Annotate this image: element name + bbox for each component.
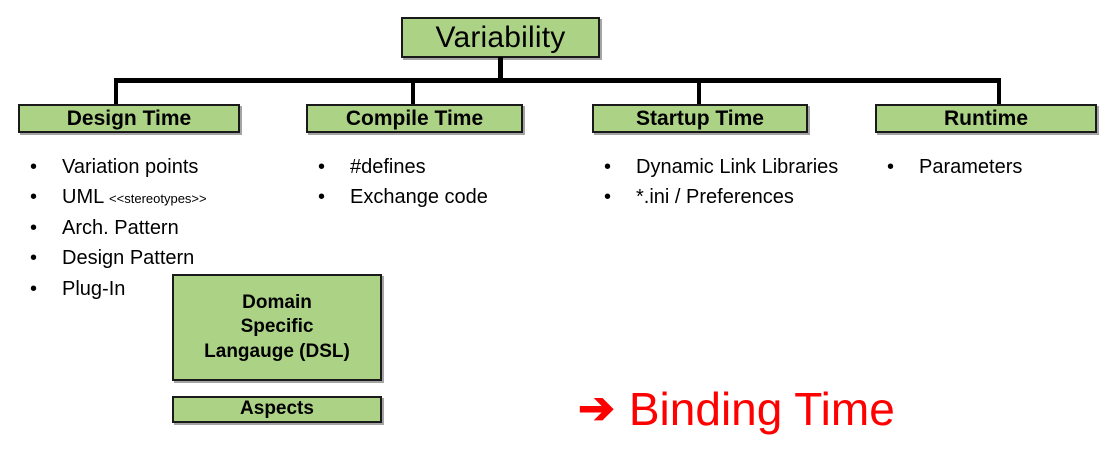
node-compile-time-label: Compile Time bbox=[345, 106, 484, 130]
node-dsl-line2: Specific bbox=[240, 316, 314, 338]
connector-drop-compile-time bbox=[411, 78, 415, 105]
node-variability[interactable]: Variability bbox=[401, 17, 600, 58]
connector-horizontal-bus bbox=[114, 78, 1001, 83]
list-item: • Exchange code bbox=[306, 183, 571, 211]
bullet-icon: • bbox=[30, 186, 38, 209]
bullet-icon: • bbox=[318, 186, 326, 209]
bullet-icon: • bbox=[30, 156, 38, 178]
bullet-icon: • bbox=[318, 156, 326, 178]
list-item-label: UML bbox=[62, 186, 110, 209]
node-design-time-label: Design Time bbox=[66, 106, 192, 130]
list-item-label: *.ini / Preferences bbox=[636, 186, 794, 209]
connector-drop-design-time bbox=[114, 78, 118, 105]
list-item-label: Exchange code bbox=[350, 186, 488, 209]
list-item: • Design Pattern bbox=[18, 244, 298, 272]
callout-binding-time: ➔ Binding Time bbox=[578, 382, 895, 436]
node-dsl-line1: Domain bbox=[242, 292, 312, 314]
list-item-label: Arch. Pattern bbox=[62, 216, 179, 239]
list-item-label: #defines bbox=[350, 156, 426, 178]
node-runtime-label: Runtime bbox=[944, 106, 1028, 130]
node-aspects[interactable]: Aspects bbox=[172, 396, 382, 423]
list-item: • Variation points bbox=[18, 153, 298, 181]
connector-drop-startup-time bbox=[697, 78, 701, 105]
list-startup-time: • Dynamic Link Libraries • *.ini / Prefe… bbox=[592, 153, 862, 214]
connector-root-stem bbox=[498, 57, 503, 81]
node-aspects-label: Aspects bbox=[240, 398, 314, 420]
list-item: • #defines bbox=[306, 153, 571, 181]
callout-binding-time-label: Binding Time bbox=[628, 383, 895, 435]
bullet-icon: • bbox=[30, 216, 38, 239]
node-domain-specific-language[interactable]: Domain Specific Langauge (DSL) bbox=[172, 274, 382, 381]
list-design-time: • Variation points • UML <<stereotypes>>… bbox=[18, 153, 298, 305]
node-design-time[interactable]: Design Time bbox=[18, 104, 240, 133]
bullet-icon: • bbox=[604, 156, 612, 178]
list-item: • *.ini / Preferences bbox=[592, 183, 862, 211]
bullet-icon: • bbox=[30, 247, 38, 270]
node-startup-time-label: Startup Time bbox=[636, 106, 764, 130]
list-item-label: Plug-In bbox=[62, 277, 126, 300]
bullet-icon: • bbox=[30, 277, 38, 300]
list-item-label: Dynamic Link Libraries bbox=[636, 156, 839, 178]
list-item: • Parameters bbox=[875, 153, 1100, 181]
list-item: • Arch. Pattern bbox=[18, 214, 298, 242]
node-runtime[interactable]: Runtime bbox=[875, 104, 1097, 133]
node-dsl-line3: Langauge (DSL) bbox=[204, 340, 350, 362]
list-item-label: Parameters bbox=[919, 156, 1023, 178]
list-item-label: Design Pattern bbox=[62, 247, 195, 270]
list-item: • Plug-In bbox=[18, 275, 298, 303]
bullet-icon: • bbox=[604, 186, 612, 209]
right-arrow-icon: ➔ bbox=[578, 384, 615, 433]
list-compile-time: • #defines • Exchange code bbox=[306, 153, 571, 214]
list-item-annotation: <<stereotypes>> bbox=[109, 191, 207, 207]
bullet-icon: • bbox=[887, 156, 895, 178]
list-item: • UML <<stereotypes>> bbox=[18, 183, 298, 211]
node-startup-time[interactable]: Startup Time bbox=[592, 104, 808, 133]
node-compile-time[interactable]: Compile Time bbox=[306, 104, 523, 133]
connector-drop-runtime bbox=[997, 78, 1001, 105]
list-item-label: Variation points bbox=[62, 156, 199, 178]
list-runtime: • Parameters bbox=[875, 153, 1100, 183]
node-variability-label: Variability bbox=[435, 20, 566, 54]
list-item: • Dynamic Link Libraries bbox=[592, 153, 862, 181]
